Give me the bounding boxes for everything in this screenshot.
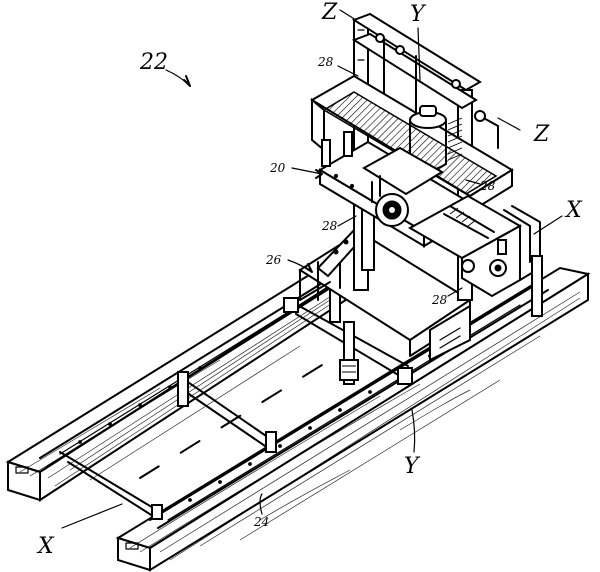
label-track: 24	[254, 515, 270, 529]
engine-body	[318, 110, 499, 248]
lower-saddle	[407, 194, 543, 317]
label-post-upper-left: 28	[318, 55, 334, 69]
guide-roller	[321, 131, 353, 167]
figure-reference-label: 22	[140, 50, 168, 75]
label-post-lower-left: 28	[322, 219, 338, 233]
fuel-tank	[409, 105, 447, 171]
axis-x-right: X	[566, 198, 582, 223]
axis-y-top: Y	[410, 2, 425, 27]
label-post-bottom: 28	[432, 293, 448, 307]
label-sawmill: 20	[270, 161, 286, 175]
axis-x-left: X	[38, 534, 54, 559]
log-clamp-post	[329, 285, 359, 385]
label-frame: 26	[266, 253, 282, 267]
axis-z-right: Z	[534, 122, 550, 147]
axis-z-top: Z	[322, 0, 338, 25]
label-post-right: 28	[480, 179, 496, 193]
right-rail-beam	[115, 266, 591, 572]
cross-members	[59, 297, 413, 520]
axis-y-bottom: Y	[404, 454, 419, 479]
leader-lines	[61, 9, 563, 529]
